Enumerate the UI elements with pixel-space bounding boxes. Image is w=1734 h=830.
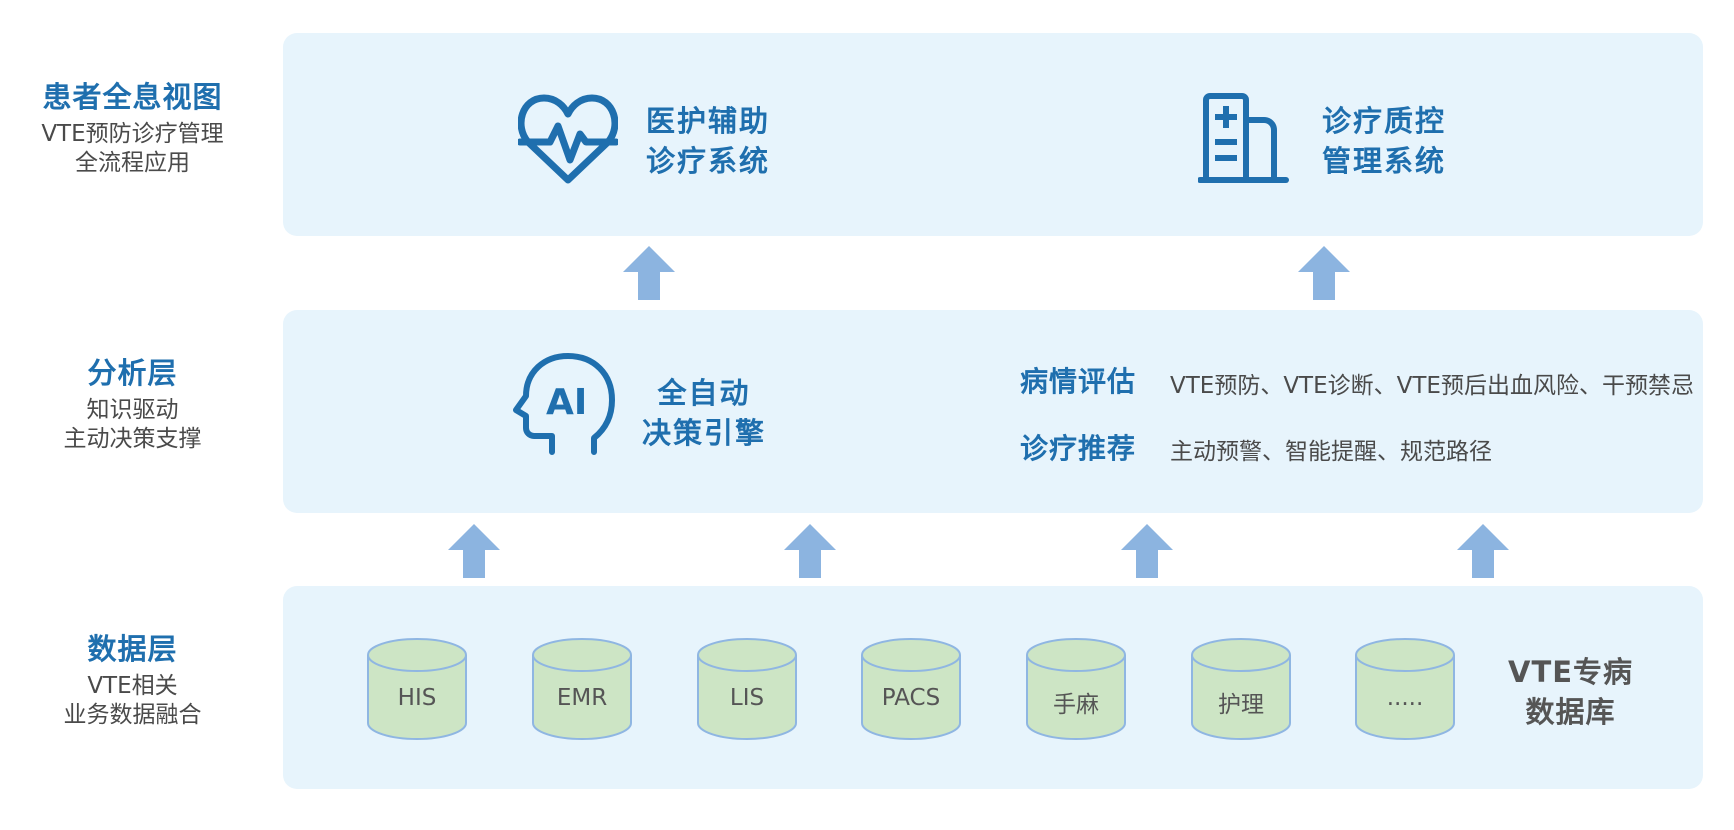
database-label: 手麻: [1053, 692, 1099, 718]
sidebar-data: 数据层 VTE相关 业务数据融合: [20, 630, 245, 730]
database-cylinder: 手麻: [1025, 637, 1127, 742]
arrow-up: [784, 524, 836, 578]
recommend-desc: 主动预警、智能提醒、规范路径: [1170, 439, 1492, 465]
database-cylinder: LIS: [696, 637, 798, 742]
data-layer-title: 数据层: [87, 632, 178, 666]
assess-desc: VTE预防、VTE诊断、VTE预后出血风险、干预禁忌: [1170, 373, 1694, 399]
data-layer-subtitle: VTE相关 业务数据融合: [63, 673, 202, 728]
database-cylinder: .....: [1354, 637, 1456, 742]
database-cylinder: 护理: [1190, 637, 1292, 742]
svg-text:AI: AI: [546, 382, 587, 423]
arrow-up: [1298, 246, 1350, 300]
analysis-layer-subtitle: 知识驱动 主动决策支撑: [63, 397, 202, 452]
heart-pulse-icon: [516, 92, 620, 191]
view-layer-title: 患者全息视图: [42, 80, 223, 114]
top-panel: [283, 33, 1703, 236]
database-label: EMR: [556, 685, 608, 711]
vte-database-title: VTE专病 数据库: [1508, 655, 1634, 729]
system2-title: 诊疗质控 管理系统: [1322, 104, 1447, 178]
engine-title: 全自动 决策引擎: [642, 376, 767, 450]
bottom-panel: [283, 586, 1703, 789]
database-label: LIS: [729, 685, 765, 711]
system1-title: 医护辅助 诊疗系统: [646, 104, 771, 178]
database-label: HIS: [397, 685, 437, 711]
database-cylinder: EMR: [531, 637, 633, 742]
arrow-up: [1121, 524, 1173, 578]
recommend-label: 诊疗推荐: [1020, 432, 1137, 465]
ai-head-icon: AI: [512, 352, 617, 461]
arrow-up: [623, 246, 675, 300]
analysis-layer-title: 分析层: [87, 356, 178, 390]
database-label: 护理: [1218, 692, 1264, 718]
mid-panel: [283, 310, 1703, 513]
sidebar-view: 患者全息视图 VTE预防诊疗管理 全流程应用: [20, 78, 245, 178]
database-cylinder: PACS: [860, 637, 962, 742]
database-label: .....: [1386, 685, 1424, 711]
database-cylinder: HIS: [366, 637, 468, 742]
sidebar-analysis: 分析层 知识驱动 主动决策支撑: [20, 354, 245, 454]
database-label: PACS: [881, 685, 941, 711]
view-layer-subtitle: VTE预防诊疗管理 全流程应用: [41, 121, 224, 176]
arrow-up: [448, 524, 500, 578]
arrow-up: [1457, 524, 1509, 578]
hospital-building-icon: [1197, 92, 1290, 188]
assess-label: 病情评估: [1020, 365, 1137, 398]
